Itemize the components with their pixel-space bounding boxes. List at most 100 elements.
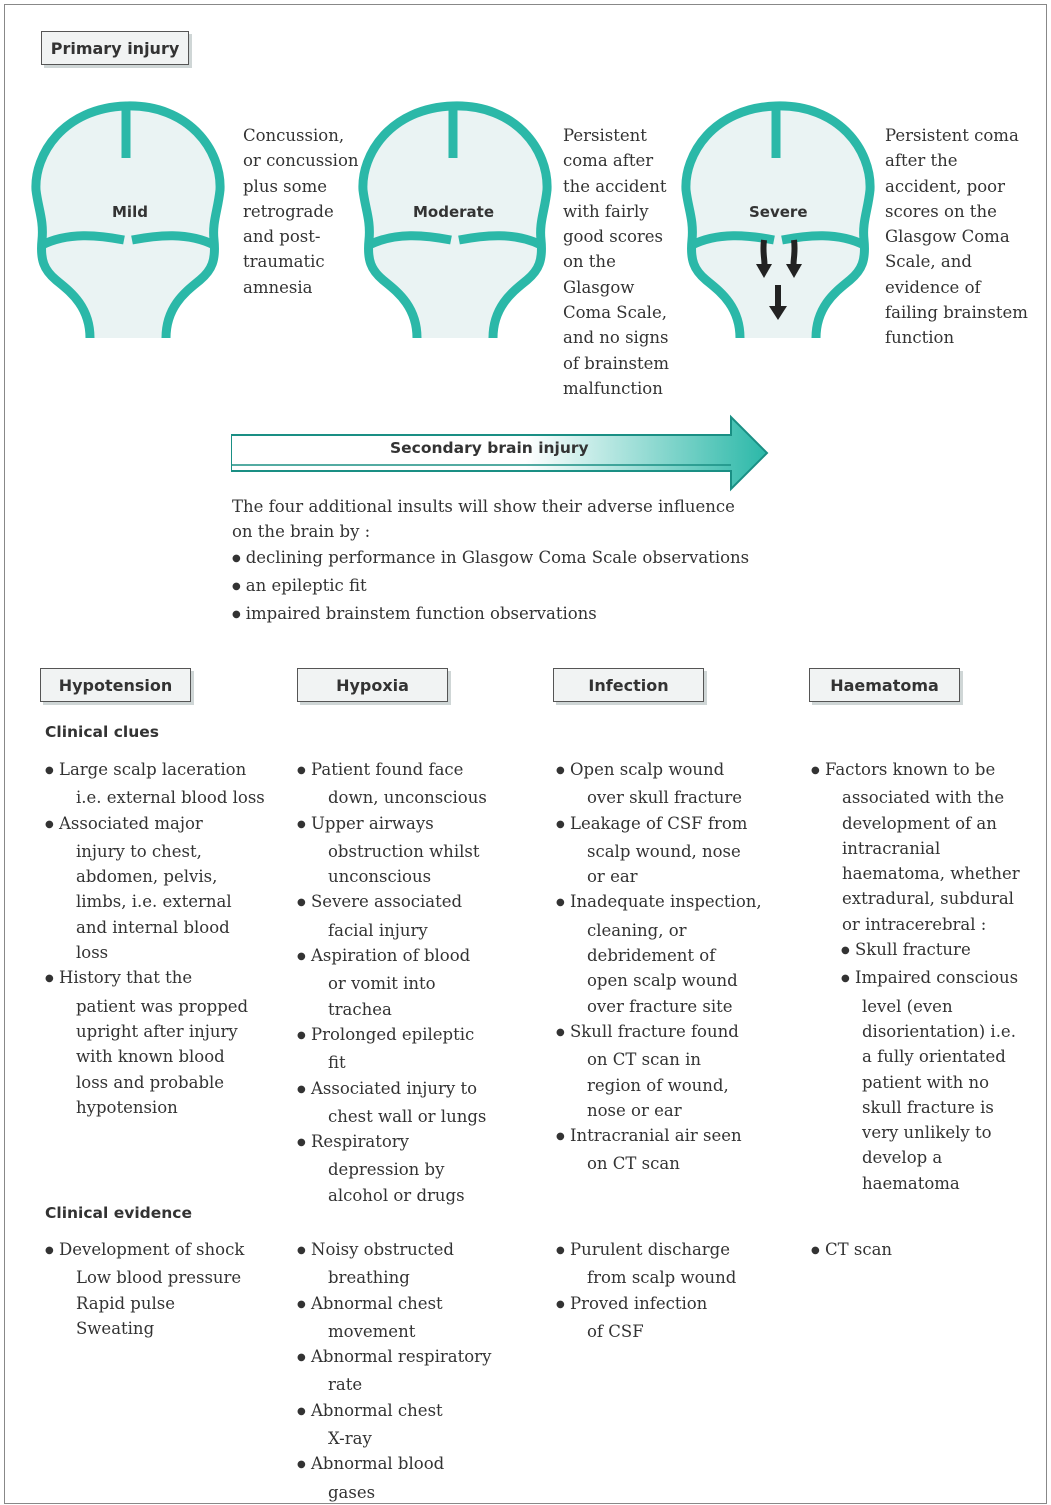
severity-moderate-label: Moderate [413, 203, 495, 221]
bullet-dot-icon: ● [297, 1245, 306, 1256]
bullet-item-continuation: depression by [328, 1160, 445, 1180]
clinical-clues-heading: Clinical clues [45, 723, 159, 741]
bullet-item: ●Aspiration of blood [297, 943, 487, 971]
haematoma-evidence: ●CT scan [811, 1237, 892, 1265]
bullet-dot-icon: ● [841, 945, 850, 957]
bullet-item-continuation: X-ray [328, 1429, 372, 1449]
bullet-item-continuation: develop a [862, 1148, 943, 1168]
hypoxia-box: Hypoxia [297, 668, 448, 702]
hypotension-clues: ●Large scalp laceration i.e. external blo… [45, 757, 265, 1120]
intro-bullet: impaired brainstem function observations [232, 601, 749, 629]
bullet-item-continuation: associated with the [842, 788, 1005, 808]
bullet-item: ●Severe associated [297, 889, 487, 917]
bullet-dot-icon: ● [556, 897, 565, 909]
bullet-item-continuation: gases [328, 1482, 376, 1502]
bullet-item: ●Skull fracture [811, 937, 1020, 965]
bullet-item-continuation: breathing [328, 1268, 410, 1288]
haematoma-clues: ●Factors known to be associated with the d… [811, 757, 1020, 1196]
bullet-item-continuation: intracranial [842, 838, 941, 858]
infection-box: Infection [553, 668, 704, 702]
hypoxia-clues: ●Patient found face down, unconscious ●Upp… [297, 757, 487, 1208]
bullet-dot-icon: ● [45, 1245, 54, 1256]
bullet-dot-icon: ● [556, 1298, 565, 1310]
bullet-dot-icon: ● [297, 818, 306, 830]
bullet-item-continuation: patient with no [862, 1072, 990, 1092]
primary-injury-label: Primary injury [50, 38, 180, 58]
bullet-item-continuation: development of an [842, 813, 997, 833]
bullet-item: ●Open scalp wound [556, 757, 762, 785]
bullet-item-continuation: facial injury [328, 920, 428, 940]
bullet-dot-icon: ● [297, 1298, 306, 1310]
bullet-item: ●Prolonged epileptic [297, 1022, 487, 1050]
bullet-dot-icon: ● [297, 1029, 306, 1041]
primary-injury-box: Primary injury [41, 31, 189, 65]
bullet-dot-icon: ● [556, 765, 565, 776]
severity-mild-label: Mild [112, 203, 148, 221]
bullet-item-continuation: debridement of [587, 946, 716, 966]
bullet-item: ●Impaired conscious [811, 965, 1020, 993]
bullet-item: ●Abnormal chest [297, 1291, 491, 1319]
bullet-dot-icon: ● [556, 1026, 565, 1038]
bullet-item: ●Upper airways [297, 811, 487, 839]
clinical-evidence-heading: Clinical evidence [45, 1204, 192, 1222]
bullet-item-continuation: open scalp wound [587, 971, 738, 991]
bullet-item: ●Purulent discharge [556, 1237, 736, 1265]
downward-arrow-icon [756, 239, 802, 320]
bullet-item-continuation: or vomit into [328, 974, 436, 994]
bullet-item-continuation: or intracerebral : [842, 914, 987, 934]
bullet-dot-icon: ● [297, 897, 306, 909]
bullet-item: ●Proved infection [556, 1291, 736, 1319]
bullet-dot-icon: ● [556, 818, 565, 830]
bullet-item-continuation: Low blood pressure [76, 1268, 242, 1288]
bullet-item-continuation: cleaning, or [587, 920, 687, 940]
bullet-item: ●Associated injury to [297, 1076, 487, 1104]
bullet-dot-icon: ● [556, 1131, 565, 1143]
bullet-item: ●Large scalp laceration [45, 757, 265, 785]
bullet-item: ●Noisy obstructed [297, 1237, 491, 1265]
bullet-item: ●Abnormal blood [297, 1451, 491, 1479]
bullet-dot-icon: ● [811, 765, 820, 776]
bullet-item-continuation: on CT scan in [587, 1050, 702, 1070]
bullet-item-continuation: scalp wound, nose [587, 841, 741, 861]
bullet-item-continuation: unconscious [328, 867, 432, 887]
bullet-item: ●Patient found face [297, 757, 487, 785]
bullet-item: ●Factors known to be [811, 757, 1020, 785]
bullet-dot-icon: ● [297, 951, 306, 963]
bullet-item-continuation: skull fracture is [862, 1097, 994, 1117]
bullet-item-continuation: Sweating [76, 1318, 155, 1338]
bullet-item-continuation: nose or ear [587, 1100, 682, 1120]
mild-description: Concussion, or concussion plus some retr… [243, 126, 359, 297]
bullet-item-continuation: with known blood [76, 1047, 225, 1067]
bullet-item: ●History that the [45, 965, 265, 993]
bullet-item-continuation: loss and probable [76, 1072, 225, 1092]
bullet-item-continuation: i.e. external blood loss [76, 788, 265, 808]
bullet-item: ●Inadequate inspection, [556, 889, 762, 917]
bullet-item-continuation: loss [76, 943, 109, 963]
bullet-item: ●Associated major [45, 811, 265, 839]
bullet-item-continuation: on CT scan [587, 1154, 680, 1174]
bullet-item-continuation: rate [328, 1375, 363, 1395]
bullet-item: ●Respiratory [297, 1129, 487, 1157]
bullet-item-continuation: obstruction whilst [328, 841, 480, 861]
gradient-arrow-icon [231, 414, 769, 492]
bullet-item-continuation: haematoma [862, 1173, 960, 1193]
bullet-item-continuation: down, unconscious [328, 788, 487, 808]
brain-outline-icon [681, 101, 875, 339]
bullet-dot-icon: ● [45, 818, 54, 830]
bullet-item-continuation: chest wall or lungs [328, 1106, 487, 1126]
bullet-item-continuation: patient was propped [76, 996, 249, 1016]
bullet-dot-icon: ● [45, 973, 54, 985]
bullet-item-continuation: abdomen, pelvis, [76, 867, 218, 887]
bullet-item-continuation: disorientation) i.e. [862, 1021, 1016, 1041]
intro-text: The four additional insults will show th… [232, 494, 749, 629]
hypoxia-evidence: ●Noisy obstructed breathing ●Abnormal ches… [297, 1237, 491, 1505]
bullet-item: ●Abnormal chest [297, 1398, 491, 1426]
bullet-dot-icon: ● [811, 1245, 820, 1256]
bullet-dot-icon: ● [297, 765, 306, 776]
bullet-item-continuation: extradural, subdural [842, 889, 1014, 909]
bullet-item-continuation: trachea [328, 999, 392, 1019]
hypotension-box: Hypotension [40, 668, 191, 702]
